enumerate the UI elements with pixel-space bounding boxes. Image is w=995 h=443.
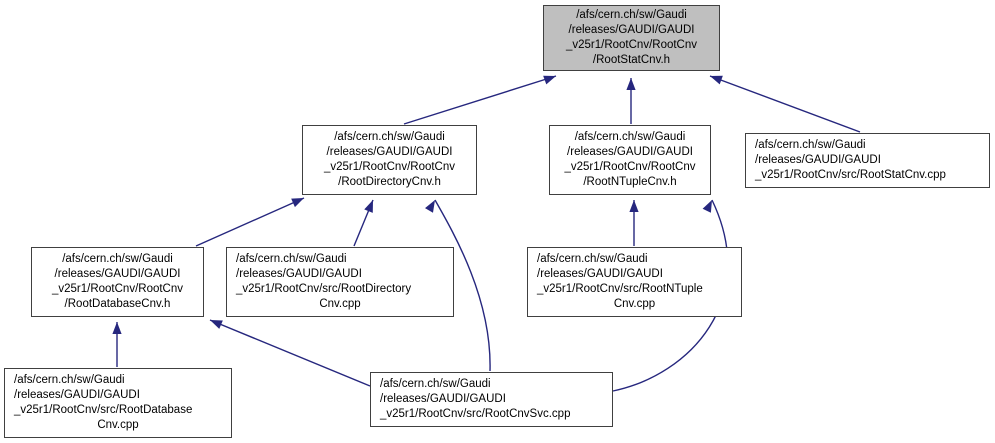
- edge-rootdirectorycnv-cpp-to-rootdirectorycnv-h: [353, 199, 374, 247]
- node-label-line: Cnv.cpp: [613, 298, 656, 310]
- node-rootntuplecnv-h[interactable]: /afs/cern.ch/sw/Gaudi/releases/GAUDI/GAU…: [549, 125, 711, 195]
- edge-rootntuplecnv-h-to-rootstatcnv-h: [626, 78, 636, 124]
- node-rootntuplecnv-cpp[interactable]: /afs/cern.ch/sw/Gaudi/releases/GAUDI/GAU…: [527, 247, 742, 317]
- node-rootdirectorycnv-h[interactable]: /afs/cern.ch/sw/Gaudi/releases/GAUDI/GAU…: [302, 125, 477, 195]
- node-rootstatcnv-cpp[interactable]: /afs/cern.ch/sw/Gaudi/releases/GAUDI/GAU…: [745, 133, 990, 188]
- node-rootdatabasecnv-h[interactable]: /afs/cern.ch/sw/Gaudi/releases/GAUDI/GAU…: [31, 247, 204, 317]
- arrowhead: [710, 75, 723, 85]
- arrowhead: [425, 200, 435, 213]
- node-label-line: _v25r1/RootCnv/RootCnv: [565, 39, 698, 51]
- node-label-line: _v25r1/RootCnv/RootCnv: [51, 283, 184, 295]
- node-rootcnvsvc-cpp[interactable]: /afs/cern.ch/sw/Gaudi/releases/GAUDI/GAU…: [370, 372, 613, 427]
- node-label-line: /releases/GAUDI/GAUDI: [567, 146, 693, 158]
- node-rootstatcnv-h[interactable]: /afs/cern.ch/sw/Gaudi/releases/GAUDI/GAU…: [543, 5, 720, 71]
- node-label-line: /RootDatabaseCnv.h: [64, 298, 171, 310]
- node-label-line: Cnv.cpp: [97, 419, 139, 431]
- node-label-line: /RootStatCnv.h: [592, 54, 671, 66]
- node-label-line: /releases/GAUDI/GAUDI: [755, 154, 881, 166]
- node-label-line: _v25r1/RootCnv/src/RootCnvSvc.cpp: [380, 408, 571, 420]
- edge-rootstatcnv-cpp-to-rootstatcnv-h: [709, 75, 861, 133]
- node-label-line: _v25r1/RootCnv/RootCnv: [564, 161, 696, 173]
- node-label-line: /RootNTupleCnv.h: [583, 176, 677, 188]
- node-label-line: _v25r1/RootCnv/src/RootNTuple: [537, 283, 703, 295]
- arrowhead: [291, 198, 304, 208]
- node-label-line: Cnv.cpp: [319, 298, 361, 310]
- edge-rootdirectorycnv-h-to-rootstatcnv-h: [403, 75, 557, 125]
- node-label-line: /afs/cern.ch/sw/Gaudi: [755, 139, 866, 151]
- node-label-line: _v25r1/RootCnv/src/RootDatabase: [14, 404, 193, 416]
- node-label-line: /releases/GAUDI/GAUDI: [326, 146, 453, 158]
- node-label-line: /RootDirectoryCnv.h: [338, 176, 441, 188]
- node-label-line: /afs/cern.ch/sw/Gaudi: [334, 131, 445, 143]
- node-rootdatabasecnv-cpp[interactable]: /afs/cern.ch/sw/Gaudi/releases/GAUDI/GAU…: [4, 368, 232, 438]
- arrowhead: [702, 200, 712, 213]
- node-label-line: /afs/cern.ch/sw/Gaudi: [236, 253, 347, 265]
- arrowhead: [112, 322, 122, 334]
- node-label-line: /releases/GAUDI/GAUDI: [380, 393, 506, 405]
- node-label-line: _v25r1/RootCnv/RootCnv: [323, 161, 456, 173]
- node-label-line: /afs/cern.ch/sw/Gaudi: [14, 374, 125, 386]
- node-label-line: _v25r1/RootCnv/src/RootDirectory: [236, 283, 412, 295]
- node-label-line: /afs/cern.ch/sw/Gaudi: [574, 131, 686, 143]
- node-rootdirectorycnv-cpp[interactable]: /afs/cern.ch/sw/Gaudi/releases/GAUDI/GAU…: [226, 247, 454, 317]
- node-label-line: /releases/GAUDI/GAUDI: [54, 268, 181, 280]
- edge-rootdatabasecnv-cpp-to-rootdatabasecnv-h: [112, 322, 122, 367]
- node-label-line: /afs/cern.ch/sw/Gaudi: [537, 253, 648, 265]
- arrowhead: [543, 75, 556, 85]
- arrowhead: [626, 78, 636, 90]
- node-label-line: /releases/GAUDI/GAUDI: [236, 268, 362, 280]
- arrowhead: [210, 320, 223, 329]
- arrowhead: [364, 200, 373, 213]
- node-label-line: /releases/GAUDI/GAUDI: [14, 389, 140, 401]
- edge-rootntuplecnv-cpp-to-rootntuplecnv-h: [629, 200, 639, 246]
- node-label-line: /afs/cern.ch/sw/Gaudi: [62, 253, 173, 265]
- node-label-line: /releases/GAUDI/GAUDI: [568, 24, 695, 36]
- edge-rootcnvsvc-cpp-to-rootdatabasecnv-h: [209, 319, 371, 387]
- edge-rootdatabasecnv-h-to-rootdirectorycnv-h: [195, 197, 305, 247]
- arrowhead: [629, 200, 639, 212]
- node-label-line: /afs/cern.ch/sw/Gaudi: [576, 9, 687, 21]
- node-label-line: /afs/cern.ch/sw/Gaudi: [380, 378, 491, 390]
- node-label-line: _v25r1/RootCnv/src/RootStatCnv.cpp: [755, 169, 946, 181]
- node-label-line: /releases/GAUDI/GAUDI: [537, 268, 663, 280]
